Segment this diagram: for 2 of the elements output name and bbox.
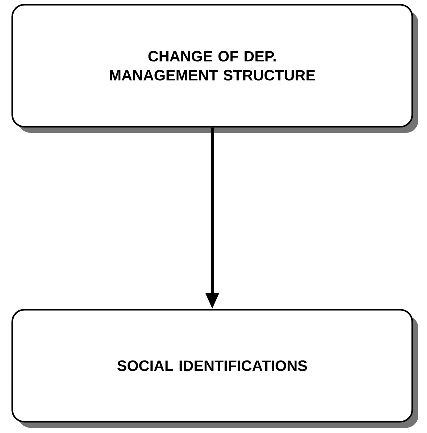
process-box: CHANGE OF DEP. MANAGEMENT STRUCTURE (12, 4, 418, 133)
process-box: SOCIAL IDENTIFICATIONS (12, 309, 418, 428)
